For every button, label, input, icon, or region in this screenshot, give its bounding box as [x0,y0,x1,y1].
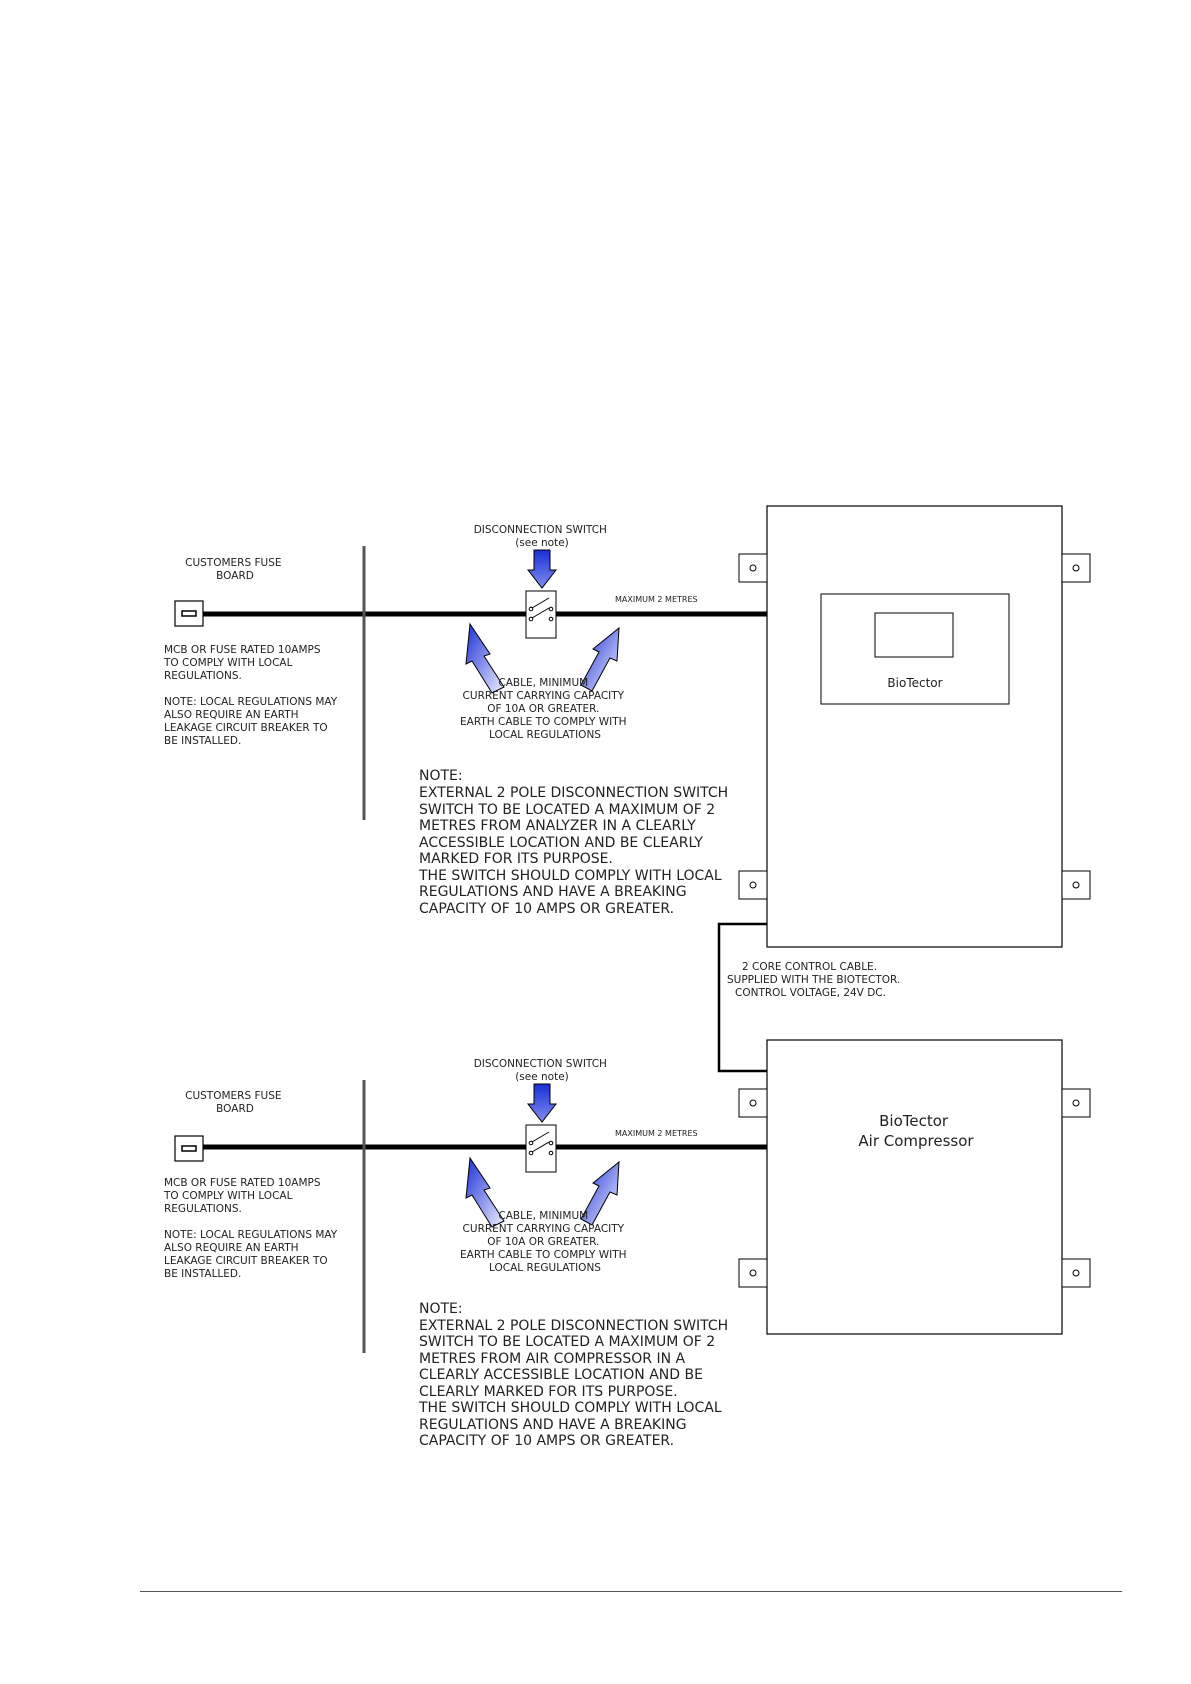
cable-spec-text: CABLE, MINIMUM CURRENT CARRYING CAPACITY… [460,1210,630,1274]
device-label: BioTector [887,676,942,690]
cable-arrow-right-icon [580,626,620,692]
disconnection-switch-label: DISCONNECTION SWITCH (see note) [474,1058,611,1083]
cable-arrow-left-icon [465,1156,505,1228]
mcb-text: MCB OR FUSE RATED 10AMPS TO COMPLY WITH … [163,1177,324,1215]
mcb-text: MCB OR FUSE RATED 10AMPS TO COMPLY WITH … [163,644,324,682]
control-cable: 2 CORE CONTROL CABLE. SUPPLIED WITH THE … [717,922,904,1073]
down-arrow-icon [526,549,558,589]
installation-note: NOTE: EXTERNAL 2 POLE DISCONNECTION SWIT… [418,768,733,917]
local-regulations-note: NOTE: LOCAL REGULATIONS MAY ALSO REQUIRE… [164,696,341,747]
cable-arrow-left-icon [465,622,505,694]
disconnection-switch-icon [525,590,557,639]
biotector-enclosure: BioTector [738,505,1091,948]
air-compressor-enclosure: BioTector Air Compressor [738,1039,1091,1335]
installation-note: NOTE: EXTERNAL 2 POLE DISCONNECTION SWIT… [418,1301,733,1449]
local-regulations-note: NOTE: LOCAL REGULATIONS MAY ALSO REQUIRE… [164,1229,341,1280]
section-air-compressor: CUSTOMERS FUSE BOARD MCB OR FUSE RATED 1… [163,1039,1091,1449]
cable-arrow-right-icon [580,1160,620,1226]
display-screen [874,612,954,658]
cable-spec-text: CABLE, MINIMUM CURRENT CARRYING CAPACITY… [460,677,630,741]
max-distance-label: MAXIMUM 2 METRES [615,595,698,604]
fuse-board-label: CUSTOMERS FUSE BOARD [185,1090,285,1115]
down-arrow-icon [526,1083,558,1123]
fuse-board-label: CUSTOMERS FUSE BOARD [185,557,285,582]
max-distance-label: MAXIMUM 2 METRES [615,1129,698,1138]
fuse-icon [174,600,204,627]
device-label: BioTector Air Compressor [858,1112,974,1150]
footer-rule [140,1591,1122,1592]
disconnection-switch-icon [525,1124,557,1173]
disconnection-switch-label: DISCONNECTION SWITCH (see note) [474,524,611,549]
control-cable-label: 2 CORE CONTROL CABLE. SUPPLIED WITH THE … [727,961,904,999]
section-biotector: CUSTOMERS FUSE BOARD MCB OR FUSE RATED 1… [163,505,1091,948]
